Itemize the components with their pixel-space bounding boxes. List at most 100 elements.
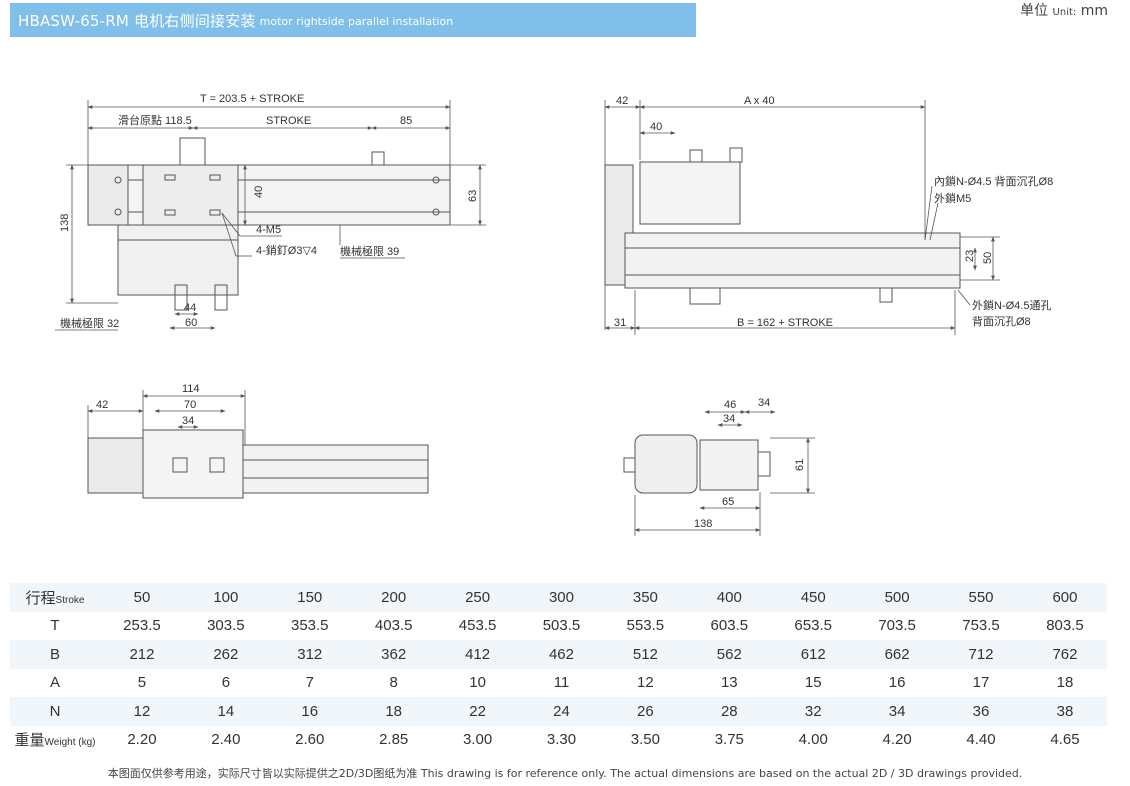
table-cell: 550: [939, 583, 1023, 612]
dim-v4-34a: 34: [723, 413, 735, 425]
table-cell: 6: [221, 674, 231, 692]
table-cell: 11: [553, 674, 570, 692]
dim-v1-40: 40: [253, 186, 265, 198]
row-header: B: [10, 640, 100, 669]
title-sub: motor rightside parallel installation: [259, 15, 454, 28]
table-cell: 34: [855, 697, 940, 726]
dim-v2-42: 42: [616, 95, 628, 107]
table-cell: 4.65: [1050, 731, 1080, 749]
table-cell: 412: [435, 640, 520, 669]
table-cell: 2.20: [127, 731, 157, 749]
table-cell: 17: [972, 674, 990, 692]
table-cell: 303.5: [207, 617, 245, 635]
dim-v2-31: 31: [614, 317, 626, 329]
row-label: 行程: [25, 589, 56, 607]
dim-v2-inner: 內鎖N-Ø4.5 背面沉孔Ø8: [934, 174, 1053, 188]
table-cell: 22: [435, 697, 520, 726]
table-cell: 50: [100, 583, 184, 612]
technical-drawing: T = 203.5 + STROKE 滑台原點 118.5 STROKE 85 …: [55, 93, 1053, 536]
table-cell: 603.5: [710, 617, 749, 635]
table-cell: 14: [183, 697, 268, 726]
row-label: B: [49, 645, 60, 663]
unit-small: Unit:: [1052, 7, 1077, 18]
table-cell: 16: [888, 674, 906, 692]
table-cell: 5: [137, 674, 147, 692]
row-header: T: [10, 612, 100, 641]
table-cell: 453.5: [458, 617, 497, 635]
table-cell: 38: [1022, 697, 1107, 726]
table-cell: 4.00: [798, 731, 828, 749]
table-cell: 612: [771, 640, 856, 669]
table-cell: 100: [183, 583, 268, 612]
dim-v1-44: 44: [184, 302, 196, 314]
dim-v2-50: 50: [982, 252, 994, 264]
dim-v1-limit32: 機械極限 32: [60, 316, 119, 330]
row-label-small: Weight (kg): [44, 737, 96, 749]
table-cell: 300: [519, 583, 604, 612]
title-main: HBASW-65-RM 电机右侧间接安装: [18, 11, 256, 30]
footnote: 本图面仅供参考用途，实际尺寸皆以实际提供之2D/3D图纸为准 This draw…: [107, 767, 1023, 780]
table-cell: 262: [183, 640, 268, 669]
table-cell: 18: [351, 697, 436, 726]
dim-v2-ax40: A x 40: [744, 95, 775, 107]
unit-value: mm: [1080, 3, 1108, 19]
table-cell: 3.00: [462, 731, 493, 749]
table-cell: 16: [267, 697, 352, 726]
table-cell: 150: [267, 583, 352, 612]
table-cell: 18: [1056, 674, 1074, 692]
table-cell: 753.5: [962, 617, 1000, 635]
dim-v2-23: 23: [964, 250, 976, 262]
dimension-labels: T = 203.5 + STROKE 滑台原點 118.5 STROKE 85 …: [59, 93, 1053, 530]
table-cell: 26: [603, 697, 688, 726]
table-cell: 600: [1022, 583, 1107, 612]
row-label: T: [50, 617, 60, 635]
dim-v1-m5: 4-M5: [256, 224, 281, 236]
table-cell: 24: [519, 697, 604, 726]
table-cell: 253.5: [123, 617, 161, 635]
unit-label: 单位 Unit: mm: [1020, 0, 1108, 20]
table-cell: 2.85: [379, 731, 409, 749]
dim-v2-outer2: 背面沉孔Ø8: [972, 314, 1031, 328]
dim-v4-65: 65: [722, 496, 734, 508]
table-cell: 7: [305, 674, 314, 692]
table-cell: 3.75: [714, 731, 744, 749]
row-label: 重量: [14, 732, 45, 750]
dim-v4-46: 46: [724, 399, 736, 411]
table-cell: 250: [435, 583, 520, 612]
dim-v2-b: B = 162 + STROKE: [737, 317, 833, 329]
table-cell: 712: [939, 640, 1023, 669]
table-cell: 8: [389, 674, 398, 692]
row-label: A: [49, 674, 60, 692]
table-cell: 450: [771, 583, 856, 612]
table-cell: 362: [351, 640, 436, 669]
table-cell: 212: [100, 640, 184, 669]
table-cell: 2.60: [295, 731, 325, 749]
table-cell: 2.40: [211, 731, 241, 749]
view-top-left: [87, 137, 451, 311]
table-cell: 12: [100, 697, 184, 726]
dim-v1-t: T = 203.5 + STROKE: [200, 93, 304, 105]
dim-v1-60: 60: [185, 317, 197, 329]
table-cell: 3.50: [630, 731, 660, 749]
view-bottom-left: [87, 429, 429, 499]
dim-v3-42: 42: [96, 399, 108, 411]
table-cell: 553.5: [626, 617, 665, 635]
unit-cn: 单位: [1020, 3, 1049, 19]
table-cell: 653.5: [794, 617, 832, 635]
view-top-right: [604, 147, 961, 305]
table-cell: 353.5: [290, 617, 329, 635]
table-cell: 462: [519, 640, 604, 669]
table-cell: 400: [687, 583, 772, 612]
dim-v3-70: 70: [184, 399, 196, 411]
table-cell: 3.30: [546, 731, 577, 749]
row-header: A: [10, 669, 100, 698]
table-row: 重量Weight (kg) 2.20 2.40 2.60 2.85 3.00 3.30 3.5…: [10, 726, 1107, 755]
view-bottom-right: [623, 434, 771, 494]
table-cell: 403.5: [374, 617, 413, 635]
table-cell: 500: [855, 583, 940, 612]
dim-v1-63: 63: [467, 190, 479, 202]
